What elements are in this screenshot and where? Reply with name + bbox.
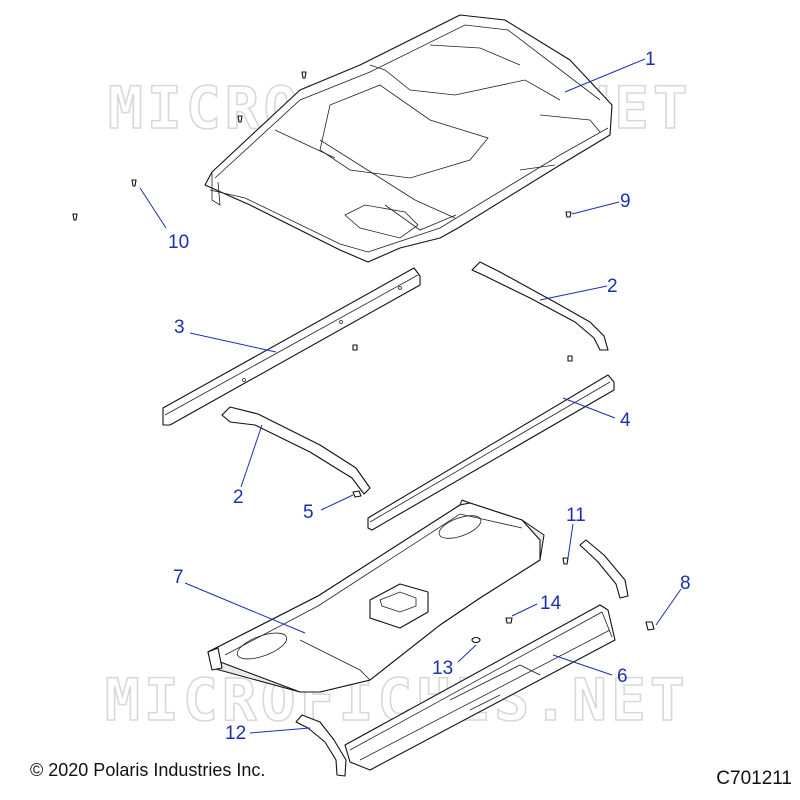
part-nut-right (567, 355, 573, 362)
leader-lines (139, 58, 682, 734)
part-fasteners-10 (72, 71, 307, 221)
part-washer-13 (471, 636, 481, 644)
callout-7: 7 (173, 567, 184, 588)
callout-2-upper: 2 (607, 276, 618, 297)
callout-2-lower: 2 (233, 487, 244, 508)
part-strip-left (162, 267, 421, 426)
part-lower-panel (344, 604, 616, 771)
part-bracket-11 (579, 539, 629, 599)
callout-14: 14 (540, 593, 562, 614)
callout-6: 6 (617, 666, 628, 687)
copyright-notice: © 2020 Polaris Industries Inc. (30, 760, 266, 780)
part-arch-upper (471, 261, 609, 351)
callout-1: 1 (645, 49, 656, 70)
callout-13: 13 (432, 658, 453, 679)
part-clip-8 (645, 621, 655, 631)
part-headliner (207, 499, 545, 693)
callout-10: 10 (168, 232, 189, 253)
part-fastener-11 (562, 557, 569, 565)
callout-8: 8 (680, 573, 691, 594)
part-roof (204, 14, 613, 263)
part-seal-12 (295, 714, 347, 777)
figure-id: C701211 (716, 768, 792, 789)
part-strip-right (367, 374, 615, 531)
callout-4: 4 (620, 410, 631, 431)
callout-9: 9 (620, 191, 631, 212)
part-fastener-9 (565, 211, 572, 218)
callout-12: 12 (225, 723, 246, 744)
part-washer-14 (505, 617, 513, 624)
callout-5: 5 (303, 502, 314, 523)
part-nut-5 (352, 490, 362, 498)
callout-3: 3 (174, 317, 185, 338)
part-arch-lower (221, 406, 371, 495)
part-nut-center (352, 344, 358, 351)
callout-11: 11 (566, 505, 586, 526)
